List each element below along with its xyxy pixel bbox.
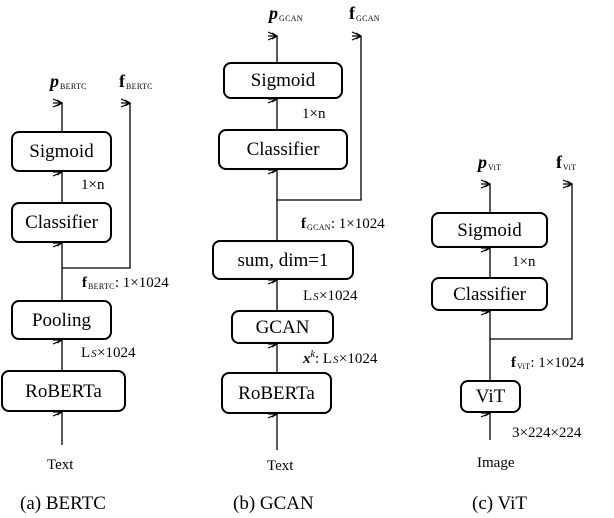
a-output-p: pBERTC bbox=[50, 71, 87, 91]
a-sigmoid-box: Sigmoid bbox=[11, 131, 112, 172]
b-output-p: pGCAN bbox=[269, 3, 303, 23]
c-input-dim-label: 3×224×224 bbox=[512, 425, 582, 441]
b-output-f: fGCAN bbox=[349, 3, 380, 23]
b-input-label: Text bbox=[267, 458, 294, 474]
c-classifier-box: Classifier bbox=[431, 277, 548, 311]
b-xk-label: xk: LS×1024 bbox=[303, 349, 378, 367]
a-output-f: fBERTC bbox=[119, 71, 153, 91]
c-encoder-box: ViT bbox=[460, 380, 521, 413]
b-gcan-box: GCAN bbox=[231, 310, 334, 344]
a-feature-label: fBERTC: 1×1024 bbox=[82, 275, 169, 291]
c-caption: (c) ViT bbox=[472, 493, 527, 514]
a-classifier-box: Classifier bbox=[11, 202, 112, 243]
a-encoder-box: RoBERTa bbox=[1, 370, 126, 412]
a-arrow-feature-out bbox=[62, 103, 130, 269]
b-encoder-box: RoBERTa bbox=[221, 372, 332, 414]
b-gcan-out-label: LS×1024 bbox=[303, 288, 358, 304]
c-arrow-feature-out bbox=[490, 184, 572, 340]
b-feature-label: fGCAN: 1×1024 bbox=[301, 216, 385, 232]
a-input-label: Text bbox=[47, 457, 74, 473]
a-cls-out-label: 1×n bbox=[81, 177, 105, 193]
b-cls-out-label: 1×n bbox=[302, 106, 326, 122]
c-input-label: Image bbox=[477, 455, 515, 471]
c-sigmoid-box: Sigmoid bbox=[431, 212, 548, 248]
c-output-f: fViT bbox=[556, 152, 577, 172]
a-encoder-out-label: LS×1024 bbox=[81, 345, 136, 361]
c-feature-label: fViT: 1×1024 bbox=[511, 355, 585, 371]
b-arrow-feature-out bbox=[277, 36, 361, 201]
a-caption: (a) BERTC bbox=[20, 493, 106, 514]
b-caption: (b) GCAN bbox=[233, 493, 314, 514]
b-sigmoid-box: Sigmoid bbox=[223, 62, 343, 99]
c-cls-out-label: 1×n bbox=[512, 254, 536, 270]
a-pooling-box: Pooling bbox=[11, 300, 112, 340]
b-classifier-box: Classifier bbox=[218, 129, 348, 170]
c-output-p: pViT bbox=[478, 152, 502, 172]
b-sum-box: sum, dim=1 bbox=[212, 240, 354, 280]
